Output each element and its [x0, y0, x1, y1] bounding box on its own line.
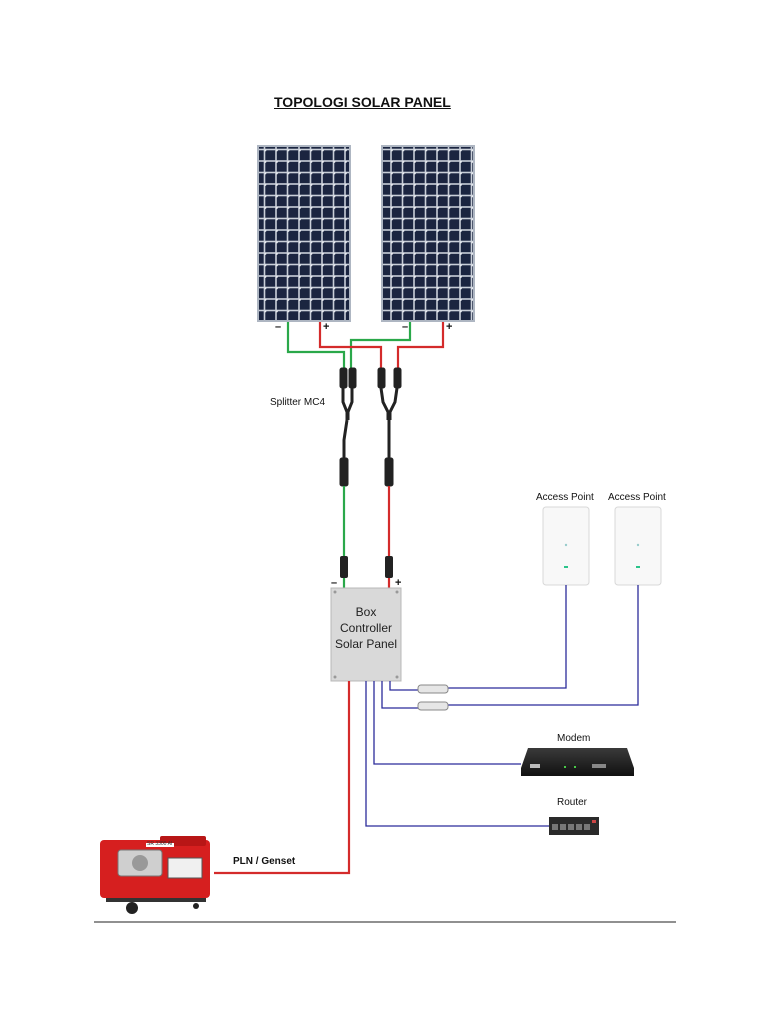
panel-wires — [286, 322, 445, 372]
power-source-label: PLN / Genset — [233, 856, 296, 867]
controller-minus-label: – — [331, 577, 338, 589]
generator-badge: SR 3300 AI — [147, 841, 173, 847]
power-wire-generator — [214, 681, 351, 875]
generator — [100, 836, 210, 914]
network-wire-poe1-controller — [389, 681, 418, 691]
controller-plus-label: + — [395, 577, 402, 589]
network-wire-poe2-controller — [381, 681, 418, 709]
modem-device — [521, 748, 634, 776]
poe-injector-1 — [417, 684, 449, 694]
controller-input-connectors — [340, 556, 393, 578]
negative-wire-panel-1 — [286, 322, 346, 372]
diagram-title: TOPOLOGI SOLAR PANEL — [274, 94, 451, 110]
network-wires — [365, 585, 639, 827]
positive-wire-panel-2 — [396, 322, 445, 372]
splitter-label: Splitter MC4 — [270, 397, 326, 408]
access-point-1-label: Access Point — [536, 492, 594, 503]
solar-panel-2 — [381, 145, 475, 322]
network-wire-router — [365, 681, 549, 827]
solar-panel-1 — [257, 145, 351, 322]
negative-wire-panel-2 — [349, 322, 412, 372]
access-point-2 — [614, 506, 662, 586]
access-point-1 — [542, 506, 590, 586]
router-device — [549, 817, 599, 835]
splitter-positive — [377, 367, 402, 487]
router-label: Router — [557, 797, 588, 808]
controller-box — [330, 587, 402, 682]
controller-label: Box Controller Solar Panel — [331, 604, 401, 652]
panel-2-plus-label: + — [446, 321, 453, 333]
controller-label-line-1: Box — [355, 605, 377, 619]
panel-1-minus-label: – — [275, 321, 282, 333]
network-wire-modem — [373, 681, 521, 765]
splitter-negative — [339, 367, 357, 487]
controller-label-line-3: Solar Panel — [334, 637, 398, 651]
access-point-2-label: Access Point — [608, 492, 666, 503]
panel-1-plus-label: + — [323, 321, 330, 333]
network-wire-ap2 — [448, 585, 639, 706]
modem-label: Modem — [557, 733, 591, 744]
network-wire-ap1 — [448, 585, 567, 689]
positive-wire-panel-1 — [318, 322, 383, 372]
poe-injector-2 — [417, 701, 449, 711]
panel-2-minus-label: – — [402, 321, 409, 333]
controller-label-line-2: Controller — [339, 621, 393, 635]
